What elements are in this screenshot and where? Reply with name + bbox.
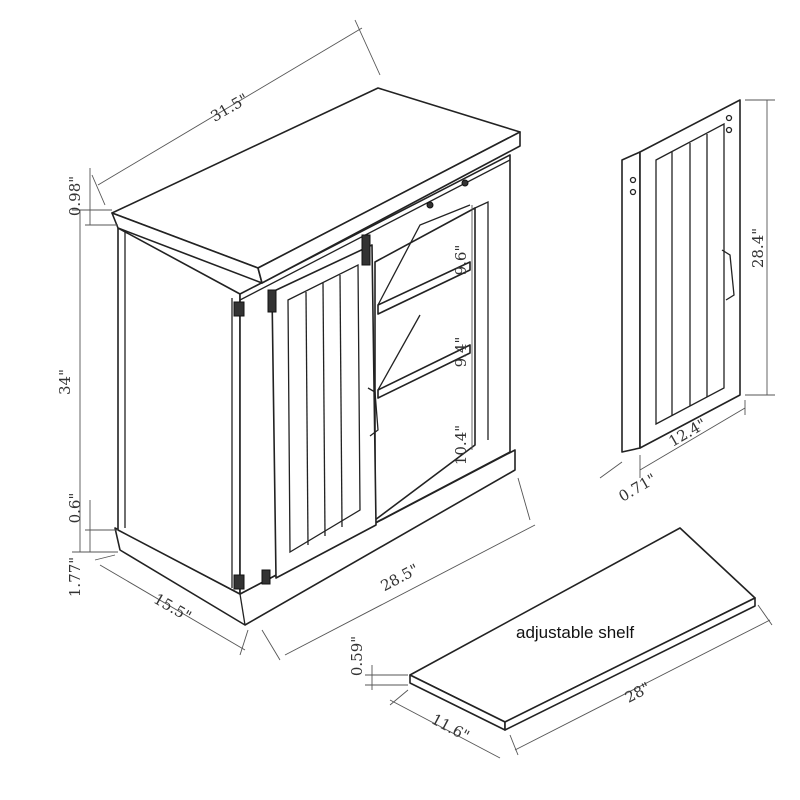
shelf-lower bbox=[377, 344, 471, 399]
label-base-gap: 0.6" bbox=[66, 493, 84, 524]
door-handle bbox=[367, 387, 379, 437]
label-shelf-length: 28" bbox=[622, 679, 653, 707]
door-detail bbox=[621, 99, 741, 453]
label-width: 31.5" bbox=[208, 90, 252, 126]
shelf-upper bbox=[377, 261, 471, 315]
label-shelf-gap-top: 9.6" bbox=[452, 245, 470, 276]
shelf-caption: adjustable shelf bbox=[516, 623, 634, 642]
label-shelf-thickness: 0.59" bbox=[348, 636, 366, 676]
label-shelf-gap-bottom: 10.4" bbox=[452, 425, 470, 465]
door-detail-handle bbox=[721, 249, 735, 301]
label-door-thickness: 0.71" bbox=[616, 470, 660, 506]
label-height: 34" bbox=[56, 369, 74, 395]
label-base-height: 1.77" bbox=[66, 557, 84, 597]
label-depth: 15.5" bbox=[151, 590, 195, 626]
label-shelf-depth: 11.6" bbox=[428, 710, 472, 745]
adjustable-shelf bbox=[409, 527, 756, 731]
dimension-lines bbox=[72, 19, 775, 759]
cabinet-left-side bbox=[117, 227, 241, 595]
label-inner-width: 28.5" bbox=[378, 560, 422, 595]
label-door-height: 28.4" bbox=[749, 228, 767, 268]
label-top-thickness: 0.98" bbox=[66, 176, 84, 216]
label-shelf-gap-mid: 9.4" bbox=[452, 337, 470, 368]
cabinet bbox=[111, 87, 521, 626]
